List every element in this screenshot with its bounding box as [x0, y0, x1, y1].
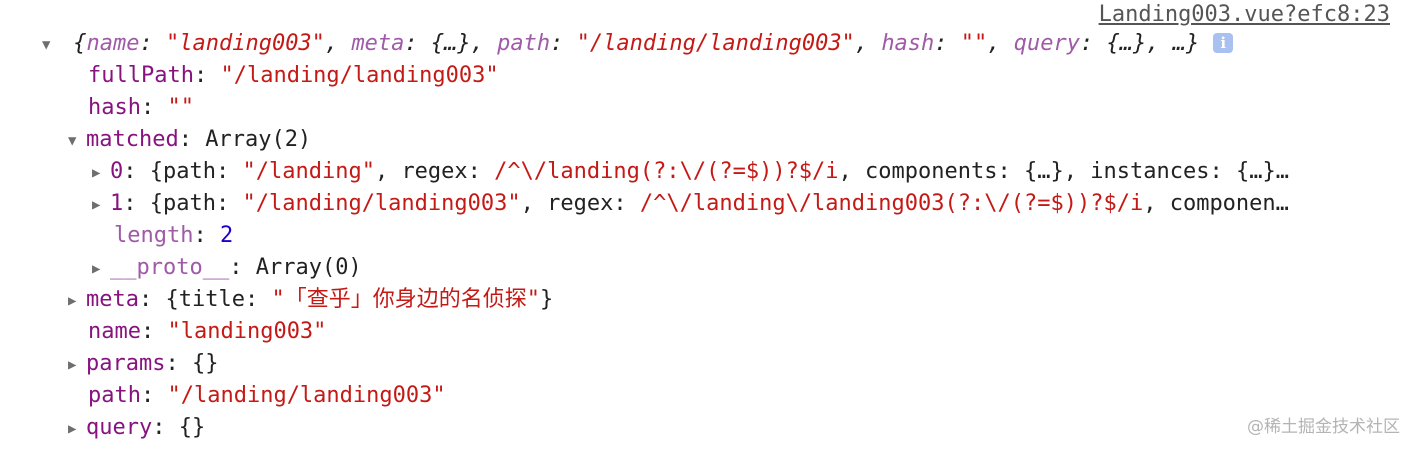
prop-value-regex: /^\/landing\/landing003(?:\/(?=$))?$/i — [639, 191, 1144, 216]
prop-row-params[interactable]: ▶params: {} — [68, 348, 218, 380]
matched-item-1[interactable]: ▶1: {path: "/landing/landing003", regex:… — [92, 188, 1402, 220]
object-tail: , …} — [1146, 31, 1200, 56]
prop-row-hash: hash: "" — [88, 95, 194, 120]
watermark: @稀土掘金技术社区 — [1247, 417, 1400, 437]
array-index: 0 — [110, 159, 124, 184]
prop-key-query: query — [1013, 31, 1081, 56]
prop-value: {} — [178, 415, 206, 440]
triangle-expanded-icon[interactable]: ▼ — [68, 133, 77, 149]
root-object-row[interactable]: ▼ {name: "landing003", meta: {…}, path: … — [42, 28, 1402, 60]
prop-key: hash — [88, 95, 141, 120]
brace-close: } — [539, 287, 554, 312]
triangle-collapsed-icon[interactable]: ▶ — [68, 421, 77, 437]
prop-value: "landing003" — [167, 319, 327, 344]
matched-item-0[interactable]: ▶0: {path: "/landing", regex: /^\/landin… — [92, 156, 1402, 188]
prop-key-path: path — [163, 191, 216, 216]
array-index: 1 — [110, 191, 124, 216]
prop-key-hash: hash — [881, 31, 935, 56]
prop-value-components: {…} — [1024, 159, 1064, 184]
prop-key-path: path — [497, 31, 551, 56]
prop-key-regex: regex — [401, 159, 468, 184]
prop-key: fullPath — [88, 63, 194, 88]
triangle-collapsed-icon[interactable]: ▶ — [68, 357, 77, 373]
prop-row-length: length: 2 — [114, 223, 234, 248]
prop-key-instances: instances — [1090, 159, 1210, 184]
brace-open: { — [73, 31, 87, 56]
prop-key: path — [88, 383, 141, 408]
prop-key-title: title — [178, 287, 245, 312]
prop-value-hash: "" — [960, 31, 988, 56]
prop-key: query — [86, 415, 153, 440]
prop-value-regex: /^\/landing(?:\/(?=$))?$/i — [494, 159, 839, 184]
prop-value: "/landing/landing003" — [220, 63, 499, 88]
triangle-collapsed-icon[interactable]: ▶ — [92, 261, 101, 277]
prop-value: Array(2) — [205, 127, 312, 152]
prop-value: "/landing/landing003" — [167, 383, 446, 408]
prop-row-proto[interactable]: ▶__proto__: Array(0) — [92, 252, 362, 284]
info-icon[interactable]: i — [1213, 33, 1234, 53]
prop-key: name — [88, 319, 141, 344]
prop-value-path: "/landing/landing003" — [576, 31, 855, 56]
prop-row-path: path: "/landing/landing003" — [88, 383, 446, 408]
prop-value-query: {…} — [1106, 31, 1147, 56]
prop-key-components: componen… — [1169, 191, 1289, 216]
prop-row-meta[interactable]: ▶meta: {title: "「查乎」你身边的名侦探"} — [68, 284, 553, 316]
prop-value-meta: {…} — [430, 31, 471, 56]
prop-key-meta: meta — [351, 31, 405, 56]
prop-key: meta — [86, 287, 139, 312]
prop-value-title: "「查乎」你身边的名侦探" — [271, 287, 540, 312]
prop-value: "" — [167, 95, 194, 120]
prop-value-path: "/landing" — [242, 159, 375, 184]
prop-key: params — [86, 351, 166, 376]
triangle-collapsed-icon[interactable]: ▶ — [92, 197, 101, 213]
brace-open: { — [149, 191, 163, 216]
prop-key-components: components — [865, 159, 998, 184]
prop-row-query[interactable]: ▶query: {} — [68, 412, 205, 444]
prop-value: Array(0) — [255, 255, 362, 280]
triangle-expanded-icon[interactable]: ▼ — [42, 37, 51, 53]
prop-key: __proto__ — [110, 255, 230, 280]
prop-key-path: path — [163, 159, 216, 184]
prop-key: matched — [86, 127, 179, 152]
brace-open: { — [165, 287, 179, 312]
triangle-collapsed-icon[interactable]: ▶ — [68, 293, 77, 309]
brace-open: { — [149, 159, 163, 184]
prop-key-name: name — [86, 31, 140, 56]
prop-row-matched[interactable]: ▼matched: Array(2) — [68, 124, 311, 156]
triangle-collapsed-icon[interactable]: ▶ — [92, 165, 101, 181]
prop-key-regex: regex — [547, 191, 614, 216]
prop-value: 2 — [219, 223, 234, 248]
source-link[interactable]: Landing003.vue?efc8:23 — [1098, 2, 1390, 27]
prop-key: length — [114, 223, 194, 248]
prop-value-name: "landing003" — [165, 31, 325, 56]
prop-value-path: "/landing/landing003" — [242, 191, 521, 216]
prop-value-instances: {…}… — [1235, 159, 1289, 184]
prop-row-fullpath: fullPath: "/landing/landing003" — [88, 63, 499, 88]
prop-value: {} — [191, 351, 219, 376]
prop-row-name: name: "landing003" — [88, 319, 327, 344]
